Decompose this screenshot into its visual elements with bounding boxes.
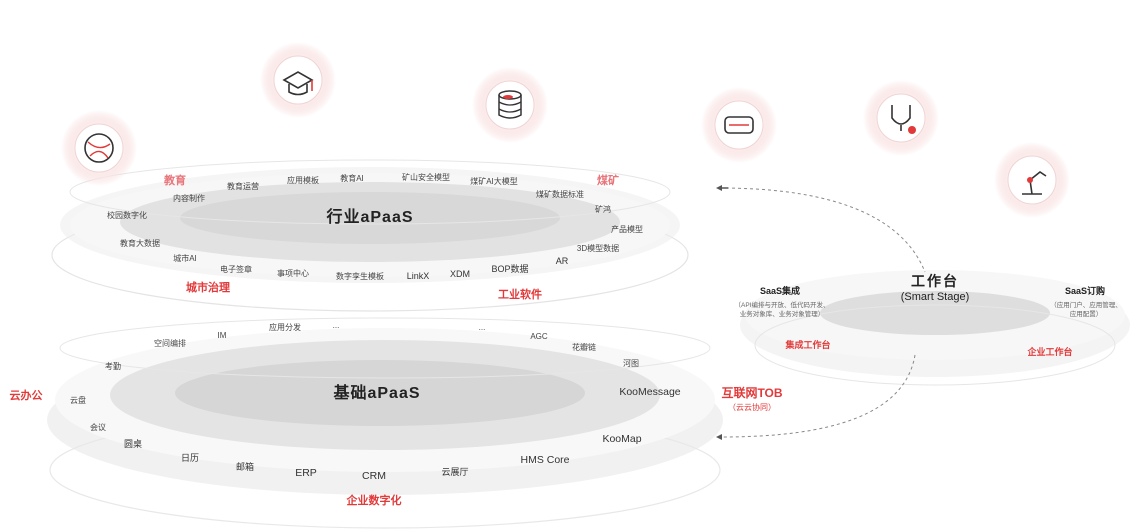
base-bottom-label: 企业数字化	[346, 493, 402, 507]
industry-left-label: 教育	[163, 173, 186, 187]
base-item: 花瓣链	[572, 342, 596, 352]
base-item: ...	[479, 323, 486, 332]
industry-item: 城市AI	[173, 253, 197, 263]
workbench-left-desc1: （API编排与开放、低代码开发、	[735, 300, 830, 309]
base-item: CRM	[362, 470, 386, 482]
industry-item: 产品模型	[611, 224, 643, 234]
workbench-left-title: SaaS集成	[760, 285, 800, 296]
globe-icon	[61, 110, 137, 186]
industry-item: 数字孪生模板	[336, 271, 384, 281]
workbench-bottom-left: 集成工作台	[784, 339, 830, 350]
industry-item: 3D模型数据	[577, 243, 619, 253]
industry-right-label: 煤矿	[597, 173, 619, 187]
workbench-title: 工作台	[911, 273, 959, 289]
industry-item: 电子签章	[220, 264, 252, 274]
base-item: 云展厅	[441, 467, 468, 477]
industry-item: LinkX	[407, 271, 430, 281]
workbench-platform	[740, 270, 1130, 386]
base-item: HMS Core	[520, 454, 569, 466]
industry-item: 煤矿数据标准	[536, 189, 584, 199]
base-platform	[47, 317, 723, 529]
industry-item: 教育大数据	[120, 238, 160, 248]
base-item: 空间编排	[154, 338, 186, 348]
base-item: 日历	[181, 453, 199, 463]
base-item: 河图	[623, 358, 639, 368]
industry-items: 教育运营 内容制作 校园数字化 应用模板 教育AI 矿山安全模型 煤矿AI大模型…	[107, 172, 643, 281]
industry-item: 事项中心	[277, 268, 309, 278]
industry-item: 教育AI	[340, 173, 364, 183]
industry-item: 煤矿AI大模型	[470, 176, 518, 186]
base-item: 圆桌	[124, 438, 142, 449]
workbench-subtitle: (Smart Stage)	[901, 291, 969, 303]
base-title: 基础aPaaS	[332, 383, 420, 402]
base-item: AGC	[530, 332, 548, 341]
base-item: 云盘	[70, 395, 86, 405]
base-right-sub: （云云协同）	[728, 402, 776, 412]
graduation-cap-icon	[260, 42, 336, 118]
base-left-label: 云办公	[10, 388, 43, 402]
base-item: IM	[218, 331, 227, 340]
workbench-right-desc2: 应用配置）	[1070, 309, 1103, 318]
industry-item: BOP数据	[491, 263, 528, 274]
industry-item: 内容制作	[173, 193, 205, 203]
workbench-right-title: SaaS订购	[1065, 285, 1105, 296]
base-item: ...	[333, 321, 340, 330]
industry-title: 行业aPaaS	[325, 207, 413, 226]
connector-arrows	[716, 185, 926, 440]
database-icon	[472, 67, 548, 143]
base-item: ERP	[295, 467, 317, 479]
workbench-bottom-right: 企业工作台	[1026, 346, 1072, 357]
industry-item: AR	[556, 256, 569, 266]
vehicle-icon	[701, 87, 777, 163]
industry-item: 矿山安全模型	[402, 172, 450, 182]
industry-item: 教育运营	[227, 181, 259, 191]
industry-bottom-right: 工业软件	[498, 287, 542, 301]
industry-platform	[51, 159, 689, 312]
base-item: 邮箱	[236, 461, 254, 472]
workbench-left-desc2: 业务对象库、业务对象管理）	[740, 309, 825, 318]
base-item: KooMessage	[619, 386, 680, 398]
base-item: 考勤	[105, 361, 121, 371]
robot-arm-icon	[994, 142, 1070, 218]
industry-item: 校园数字化	[107, 210, 147, 220]
base-right-label: 互联网TOB	[721, 386, 782, 400]
stethoscope-icon	[863, 80, 939, 156]
base-item: KooMap	[602, 433, 641, 445]
workbench-right-desc1: （应用门户、应用管理、	[1050, 300, 1122, 309]
industry-bottom-left: 城市治理	[186, 280, 230, 294]
industry-item: 矿鸿	[595, 204, 611, 214]
base-items: IM 应用分发 ... ... 空间编排 考勤 云盘 会议 圆桌 日历 邮箱 E…	[70, 321, 681, 482]
base-item: 会议	[90, 422, 106, 432]
industry-item: XDM	[450, 269, 470, 279]
industry-item: 应用模板	[287, 175, 319, 185]
base-item: 应用分发	[269, 322, 301, 332]
